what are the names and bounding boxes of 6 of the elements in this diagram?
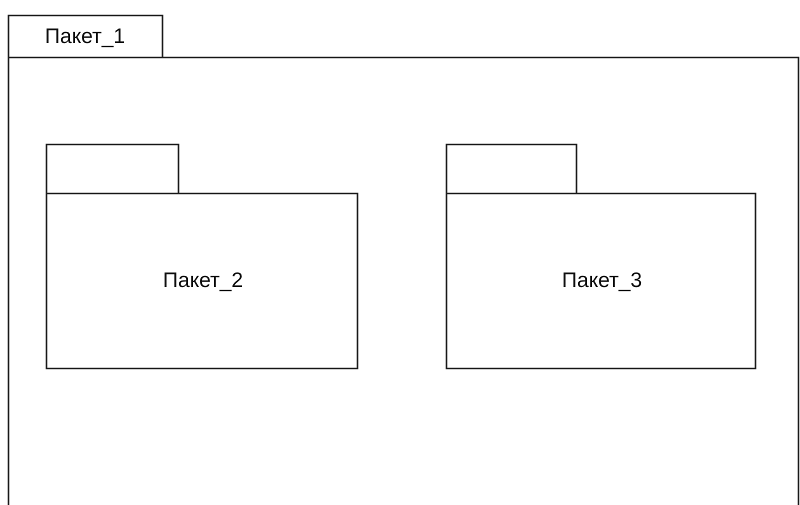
uml-package: [446, 144, 756, 369]
package-name: Пакет_1: [44, 25, 126, 49]
package-name: Пакет_3: [562, 269, 642, 293]
package-name: Пакет_2: [162, 269, 244, 293]
uml-package: [46, 144, 358, 369]
uml-package: [8, 15, 799, 505]
